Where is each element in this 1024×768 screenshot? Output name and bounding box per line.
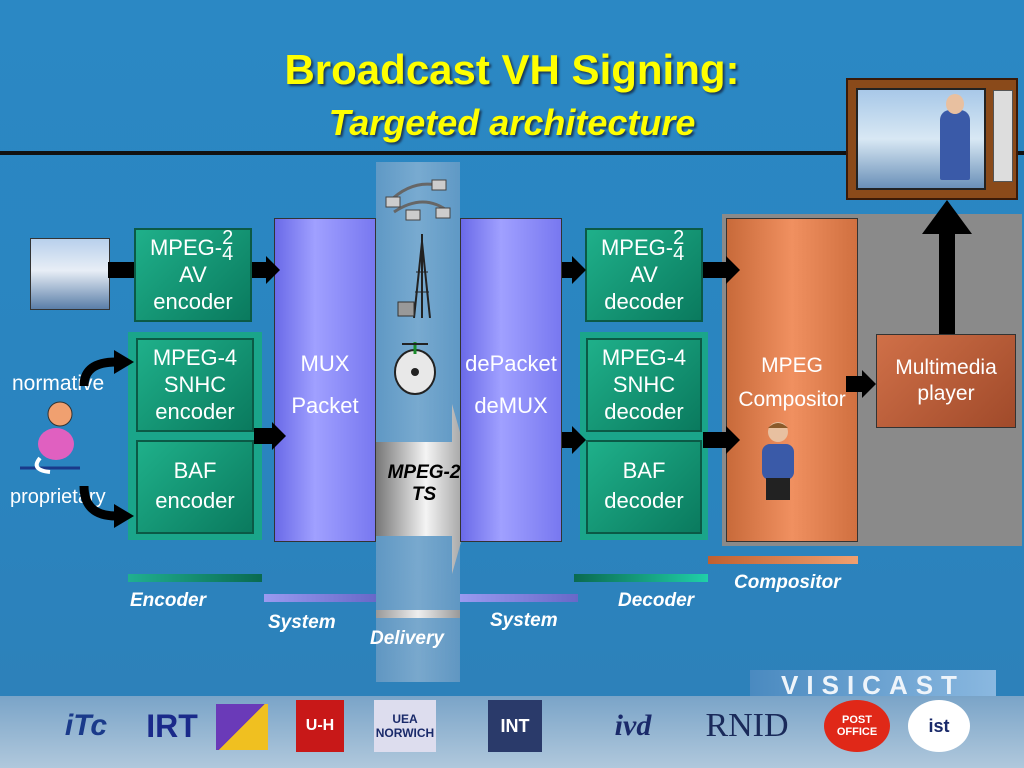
ivd-logo: ivd <box>614 709 652 742</box>
baf-encoder-line2: encoder <box>155 488 235 513</box>
mux-line1: MUX <box>300 351 350 376</box>
compositor-caption: Compositor <box>734 572 841 593</box>
player-line1: Multimedia <box>895 356 997 379</box>
arrow-demux-av-head <box>572 256 586 284</box>
snhc-decoder-line3: decoder <box>604 399 684 424</box>
snhc-decoder-line1: MPEG-4 <box>601 345 687 370</box>
multimedia-player-box: Multimedia player <box>876 334 1016 428</box>
av-decoder-line2: AV <box>630 262 658 287</box>
snhc-encoder-line3: encoder <box>155 399 235 424</box>
itc-logo: iTc <box>64 709 108 742</box>
snhc-encoder-line1: MPEG-4 <box>152 345 238 370</box>
decoder-bar <box>574 574 708 582</box>
title-rule <box>0 151 1024 155</box>
arrow-comp-player-shaft <box>846 376 864 392</box>
compositor-line2: Compositor <box>738 388 846 411</box>
demux-line2: deMUX <box>474 393 548 418</box>
snhc-decoder-line2: SNHC <box>612 372 676 397</box>
arrow-snhc-dec-shaft <box>703 432 727 448</box>
arrow-src-to-encoder <box>108 262 134 278</box>
arrow-av-enc-head <box>266 256 280 284</box>
transmitter-tower-icon <box>394 232 444 319</box>
slide-subtitle: Targeted architecture <box>328 102 696 143</box>
irt-logo: IRT <box>146 707 198 744</box>
curved-arrow-proprietary <box>76 485 136 530</box>
encoder-bar <box>128 574 262 582</box>
arrow-comp-player-head <box>862 370 876 398</box>
post-office-logo: POST OFFICE <box>824 700 890 752</box>
mux-line2: Packet <box>291 393 359 418</box>
system-caption-left: System <box>268 612 336 633</box>
ts-line2: TS <box>411 484 437 505</box>
avatar-figure-icon <box>750 418 806 502</box>
av-decoder-sup-bot: 4 <box>673 243 685 265</box>
arrow-av-dec-head <box>726 256 740 284</box>
player-line2: player <box>917 382 975 405</box>
satellite-dish-icon <box>390 340 440 396</box>
delivery-column <box>376 162 460 682</box>
ts-line1: MPEG-2 <box>387 462 461 483</box>
system-bar-left <box>264 594 376 602</box>
tv-set-icon <box>846 78 1018 200</box>
int-logo: INT <box>488 700 542 752</box>
mpeg2-ts-label: MPEG-2 TS <box>376 462 472 506</box>
arrow-baf-enc-head <box>272 422 286 450</box>
av-encoder-line1: MPEG- <box>149 235 223 260</box>
arrow-av-enc-shaft <box>252 262 268 278</box>
baf-encoder-box: BAF encoder <box>136 440 254 534</box>
visicast-banner: VISICAST <box>750 670 996 700</box>
decoder-caption: Decoder <box>618 590 695 611</box>
curved-arrow-normative <box>76 350 136 390</box>
demux-line1: dePacket <box>465 351 557 376</box>
uea-logo: UEA NORWICH <box>374 700 436 752</box>
snhc-encoder-line2: SNHC <box>163 372 227 397</box>
arrow-snhc-dec-head <box>726 426 740 454</box>
av-decoder-line1: MPEG- <box>600 235 674 260</box>
delivery-bar <box>376 610 460 618</box>
av-encoder-sup-bot: 4 <box>222 243 234 265</box>
av-decoder-sup-top: 2 <box>673 227 685 249</box>
arrow-demux-baf-shaft <box>562 432 574 448</box>
uh-logo: U-H <box>296 700 344 752</box>
visicast-logo: VISICAST <box>781 669 965 700</box>
av-encoder-line3: encoder <box>153 289 233 314</box>
delivery-caption: Delivery <box>370 628 444 649</box>
system-bar-right <box>460 594 578 602</box>
snhc-decoder-box: MPEG-4 SNHC decoder <box>586 338 702 432</box>
arrow-demux-baf-head <box>572 426 586 454</box>
compositor-bar <box>708 556 858 564</box>
av-encoder-line2: AV <box>179 262 207 287</box>
system-caption-right: System <box>490 610 558 631</box>
baf-decoder-box: BAF decoder <box>586 440 702 534</box>
demux-box: dePacket deMUX <box>460 218 562 542</box>
arrow-player-to-tv <box>922 200 972 334</box>
baf-decoder-line1: BAF <box>622 458 666 483</box>
mpeg-compositor-box: MPEG Compositor <box>726 218 858 542</box>
mpeg2-ts-arrow <box>376 404 476 574</box>
snhc-encoder-box: MPEG-4 SNHC encoder <box>136 338 254 432</box>
slide-title: Broadcast VH Signing: <box>284 46 740 93</box>
arrow-av-dec-shaft <box>703 262 727 278</box>
compositor-line1: MPEG <box>761 354 823 377</box>
av-encoder-sup-top: 2 <box>222 227 234 249</box>
arrow-demux-av-shaft <box>562 262 574 278</box>
mux-box: MUX Packet <box>274 218 376 542</box>
ist-logo: ist <box>908 700 970 752</box>
encoder-caption: Encoder <box>130 590 207 611</box>
flag-logo <box>216 704 268 750</box>
cable-connectors-icon <box>384 172 454 222</box>
av-decoder-line3: decoder <box>604 289 684 314</box>
video-source-thumbnail <box>30 238 110 310</box>
rnid-logo: RNID <box>705 707 789 744</box>
baf-encoder-line1: BAF <box>173 458 217 483</box>
signer-person-icon <box>20 398 90 478</box>
arrow-baf-enc-shaft <box>254 428 274 444</box>
baf-decoder-line2: decoder <box>604 488 684 513</box>
